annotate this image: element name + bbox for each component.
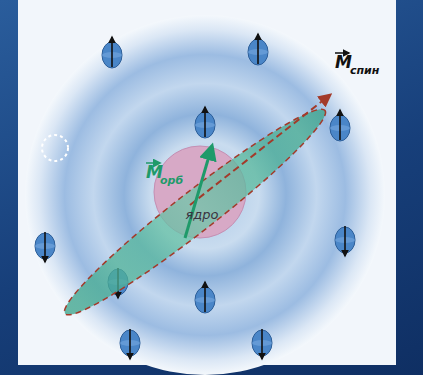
nucleus-label: ядро bbox=[185, 207, 218, 222]
vector-subscript: орб bbox=[160, 174, 183, 187]
electron bbox=[195, 107, 215, 138]
electron bbox=[252, 329, 272, 359]
electrons bbox=[35, 34, 355, 359]
vector-subscript: спин bbox=[350, 64, 379, 77]
electron bbox=[248, 34, 268, 65]
electron bbox=[102, 37, 122, 68]
electron bbox=[120, 329, 140, 359]
electron bbox=[335, 226, 355, 256]
electron bbox=[195, 282, 215, 313]
vector-symbol: M bbox=[335, 52, 352, 72]
orbital-moment-vector bbox=[185, 146, 212, 238]
nucleus: ядро bbox=[179, 201, 224, 228]
electron bbox=[330, 110, 350, 141]
electron bbox=[35, 232, 55, 262]
orbit bbox=[53, 95, 338, 330]
vacancy bbox=[42, 135, 68, 161]
electron-cloud bbox=[25, 15, 385, 375]
